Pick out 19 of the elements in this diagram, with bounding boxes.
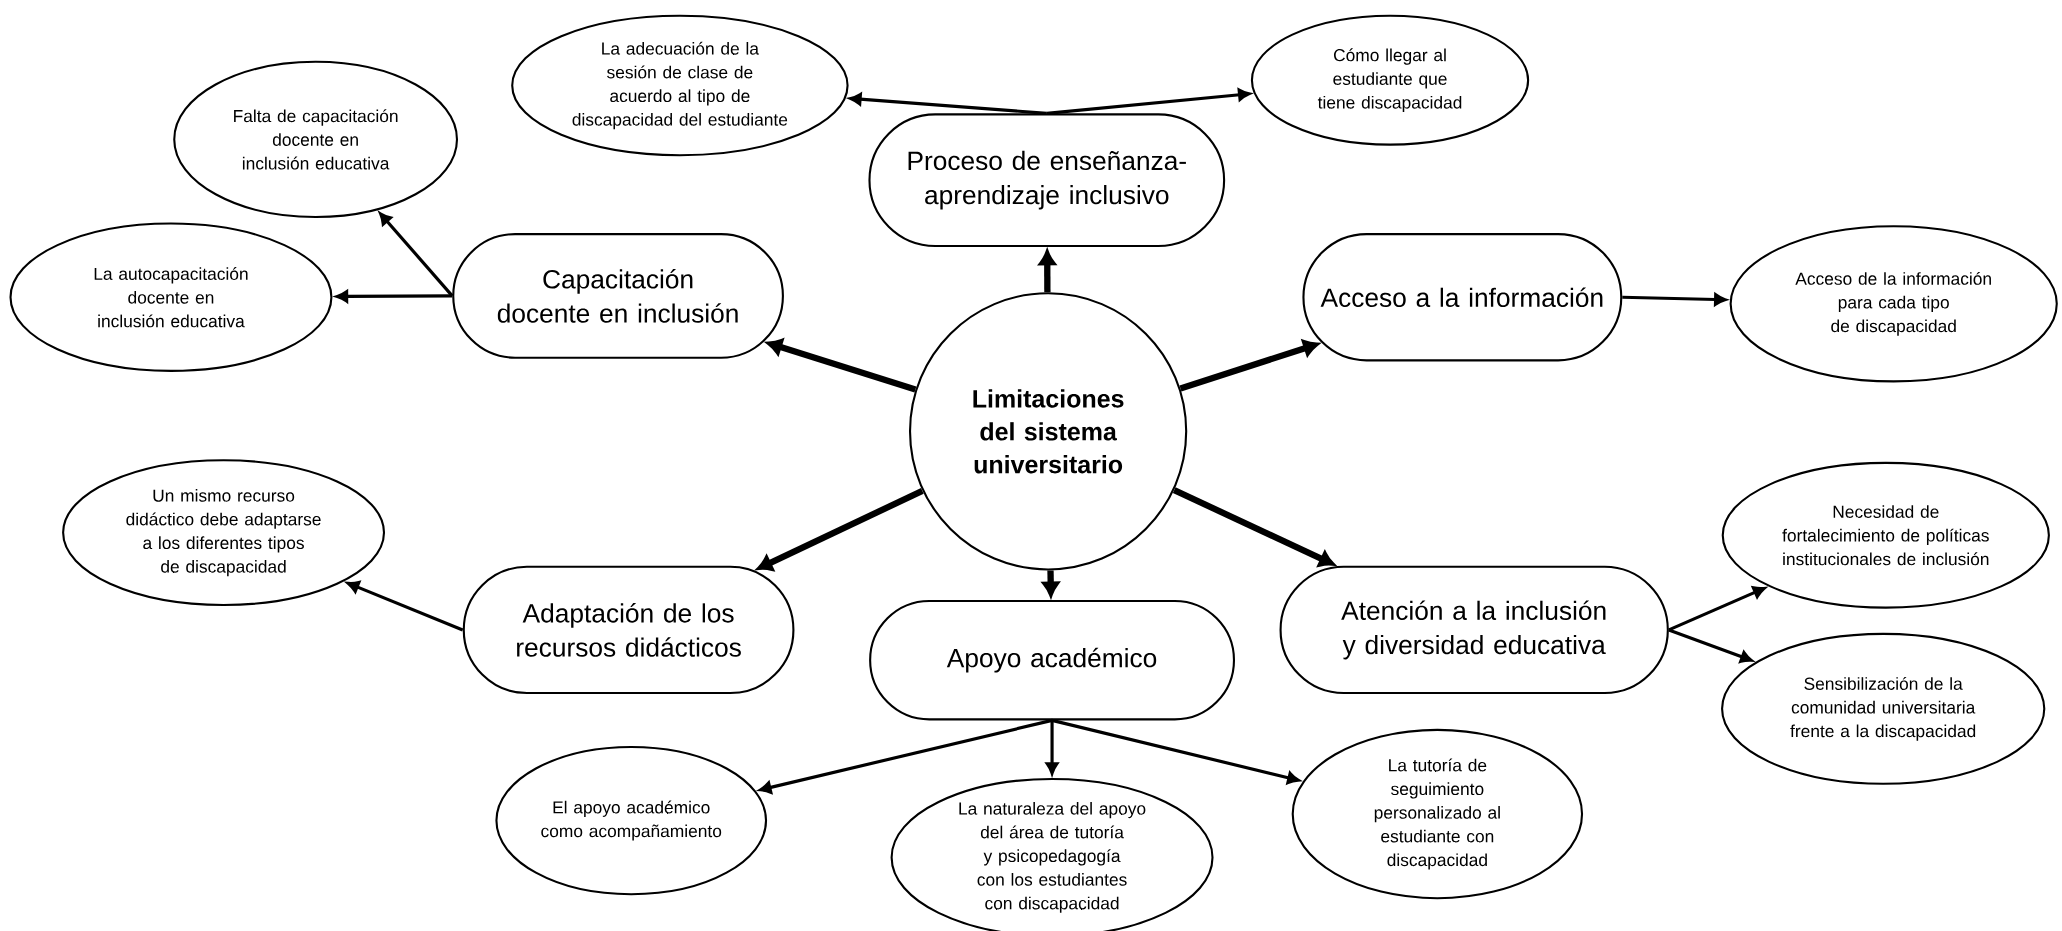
- arrow: [1622, 293, 1727, 306]
- arrow: [1668, 586, 1766, 632]
- topic-box: Acceso a la información: [1302, 233, 1623, 362]
- topic-box: Capacitación docente en inclusión: [452, 233, 784, 359]
- arrow: [1051, 718, 1300, 785]
- arrow: [379, 212, 454, 297]
- arrow: [346, 580, 464, 632]
- arrow: [1042, 570, 1059, 597]
- arrow: [1172, 487, 1335, 567]
- topic-box: Apoyo académico: [869, 599, 1236, 721]
- topic-box: Adaptación de los recursos didácticos: [462, 565, 795, 695]
- arrow: [757, 488, 924, 571]
- topic-box: Atención a la inclusión y diversidad educativa: [1279, 565, 1669, 695]
- arrow: [849, 92, 1047, 115]
- arrow: [767, 338, 917, 393]
- arrow: [1179, 339, 1319, 392]
- topic-box: Proceso de enseñanza-aprendizaje inclusivo: [868, 113, 1226, 247]
- arrow: [1668, 628, 1753, 663]
- arrow: [1039, 250, 1056, 293]
